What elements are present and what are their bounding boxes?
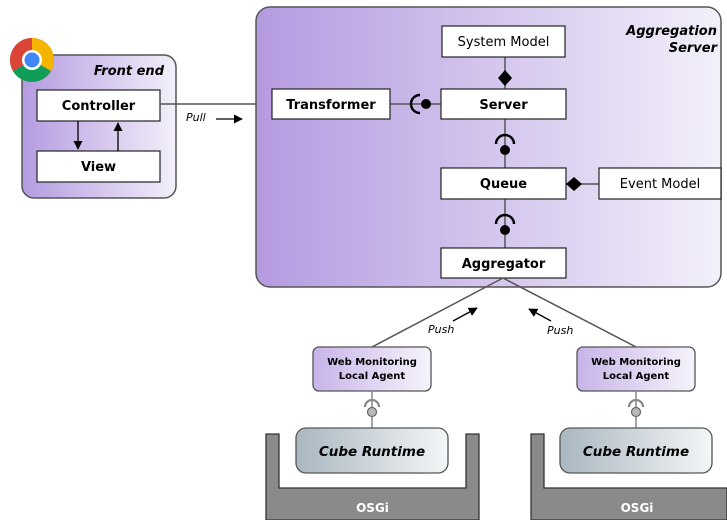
aggregator-ball-icon (500, 225, 510, 235)
agent-stack-left: Web Monitoring Local Agent OSGi Cube Run… (265, 346, 480, 520)
system-model-diamond-icon (498, 70, 512, 86)
push-arrow-left (452, 307, 478, 322)
cube-runtime-label-right: Cube Runtime (583, 444, 689, 460)
frontend-title: Front end (94, 64, 165, 79)
controller-label: Controller (62, 99, 136, 114)
server-title-line1: Aggregation (625, 24, 717, 39)
agent-stack-right: Web Monitoring Local Agent OSGi Cube Run… (530, 346, 727, 520)
queue-label: Queue (480, 177, 527, 192)
frontend-container: Front end Controller View (10, 38, 177, 199)
osgi-label-right: OSGi (621, 501, 654, 515)
queue-socket-icon (494, 213, 516, 225)
transformer-box: Transformer (271, 88, 391, 120)
queue-box: Queue (440, 167, 567, 200)
aggregation-server-container: Aggregation Server System Model Server T… (255, 6, 722, 288)
server-socket-icon (494, 133, 516, 145)
pull-label: Pull (186, 111, 206, 124)
agent-right-line1: Web Monitoring (591, 357, 681, 368)
server-label: Server (479, 98, 528, 113)
aggregator-label: Aggregator (462, 257, 546, 272)
queue-ball-icon (500, 145, 510, 155)
view-box: View (36, 150, 161, 183)
local-agent-box-left: Web Monitoring Local Agent (312, 346, 432, 392)
cube-runtime-label-left: Cube Runtime (319, 444, 425, 460)
runtime-ball-icon-right (630, 406, 642, 418)
event-model-diamond-icon (566, 177, 582, 191)
osgi-container-right (530, 433, 727, 520)
controller-box: Controller (36, 89, 161, 122)
server-title-line2: Server (669, 41, 719, 56)
server-box: Server (440, 88, 567, 120)
chrome-logo-icon (10, 38, 54, 82)
agent-left-line2: Local Agent (339, 371, 406, 382)
view-label: View (81, 160, 116, 175)
system-model-label: System Model (458, 35, 550, 50)
agent-socket-icon-left (363, 398, 381, 408)
transformer-socket-icon (409, 93, 421, 115)
push-label-right: Push (547, 324, 573, 337)
push-arrow-right (528, 308, 552, 322)
agent-left-line1: Web Monitoring (327, 357, 417, 368)
runtime-ball-icon-left (366, 406, 378, 418)
push-label-left: Push (428, 323, 454, 336)
cube-runtime-box-left: Cube Runtime (295, 427, 449, 474)
transformer-label: Transformer (286, 98, 376, 113)
aggregator-box: Aggregator (440, 247, 567, 279)
osgi-label-left: OSGi (356, 501, 389, 515)
server-ball-icon (421, 99, 431, 109)
local-agent-box-right: Web Monitoring Local Agent (576, 346, 696, 392)
osgi-container-left (265, 433, 480, 520)
agent-socket-icon-right (627, 398, 645, 408)
cube-runtime-box-right: Cube Runtime (559, 427, 713, 474)
push-link-right (502, 277, 637, 348)
event-model-label: Event Model (620, 177, 700, 192)
push-link-left (371, 277, 504, 348)
system-model-box: System Model (441, 25, 566, 58)
event-model-box: Event Model (598, 167, 722, 200)
agent-right-line2: Local Agent (603, 371, 670, 382)
